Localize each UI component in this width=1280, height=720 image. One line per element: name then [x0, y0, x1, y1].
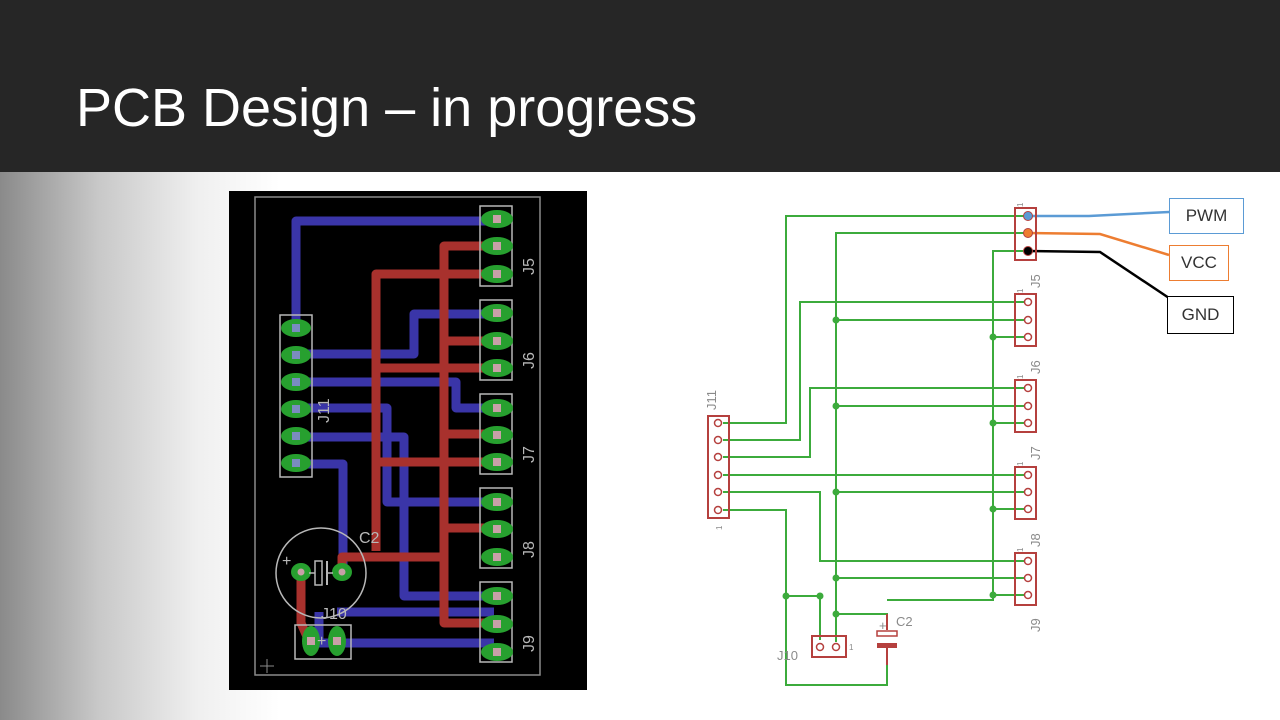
gnd-wire: [1027, 249, 1170, 300]
pwm-label: PWM: [1169, 198, 1244, 234]
pcb-label-j5: J5: [521, 258, 538, 275]
j5-pin1-marker: 1: [1016, 202, 1025, 207]
pcb-label-j11: J11: [316, 398, 333, 423]
sch-label-j10: J10: [777, 648, 798, 663]
j11-pin1-marker: 1: [715, 525, 724, 530]
svg-text:+: +: [317, 633, 326, 650]
title-bar: PCB Design – in progress: [0, 0, 1280, 172]
sch-label-j11: J11: [704, 390, 719, 410]
top-layer-traces: [296, 241, 494, 643]
pcb-c2-capacitor: +: [275, 527, 367, 619]
sch-label-j9: J9: [1028, 618, 1043, 632]
slide-title: PCB Design – in progress: [76, 78, 698, 138]
schematic-j11: [707, 415, 730, 519]
vcc-wire: [1027, 231, 1170, 257]
sch-label-j8: J8: [1028, 533, 1043, 547]
sch-label-j7: J7: [1028, 446, 1043, 460]
pcb-j11-connector: [279, 314, 313, 478]
pcb-label-j6: J6: [521, 352, 538, 369]
sch-label-j6: J6: [1028, 360, 1043, 374]
j6-pin1-marker: 1: [1016, 288, 1025, 293]
pcb-label-j9: J9: [521, 635, 538, 652]
svg-text:+: +: [282, 553, 291, 570]
schematic-junctions: [782, 316, 997, 618]
pwm-wire: [1028, 210, 1170, 218]
board-outline: [254, 196, 541, 676]
pcb-right-connectors: [479, 205, 513, 663]
schematic-diagram: + 1 1 1 1 1 1 1 J5 J6 J7 J8 J9 J11 C2 J1…: [704, 202, 1170, 686]
c2-plus-marker: +: [879, 618, 887, 633]
pcb-label-j8: J8: [521, 541, 538, 558]
schematic-j10: [811, 635, 847, 658]
sch-label-j5: J5: [1028, 274, 1043, 288]
gnd-label: GND: [1167, 296, 1234, 334]
schematic-right-connectors: [1014, 207, 1037, 606]
pcb-label-j10: J10: [321, 606, 347, 623]
schematic-nets: [723, 215, 1025, 686]
j8-pin1-marker: 1: [1016, 461, 1025, 466]
pcb-label-j7: J7: [521, 446, 538, 463]
schematic-c2: +: [876, 614, 898, 665]
j7-pin1-marker: 1: [1016, 374, 1025, 379]
j9-pin1-marker: 1: [1016, 547, 1025, 552]
pcb-j10-connector: +: [294, 624, 352, 660]
vcc-label: VCC: [1169, 245, 1229, 281]
origin-marker: [260, 659, 274, 673]
j10-pin1-marker: 1: [849, 643, 854, 652]
sch-label-c2: C2: [896, 614, 913, 629]
pcb-label-c2: C2: [359, 530, 380, 547]
pcb-layout-image: + + J5 J6 J7 J8 J9 J11 C2 J10: [229, 191, 587, 690]
